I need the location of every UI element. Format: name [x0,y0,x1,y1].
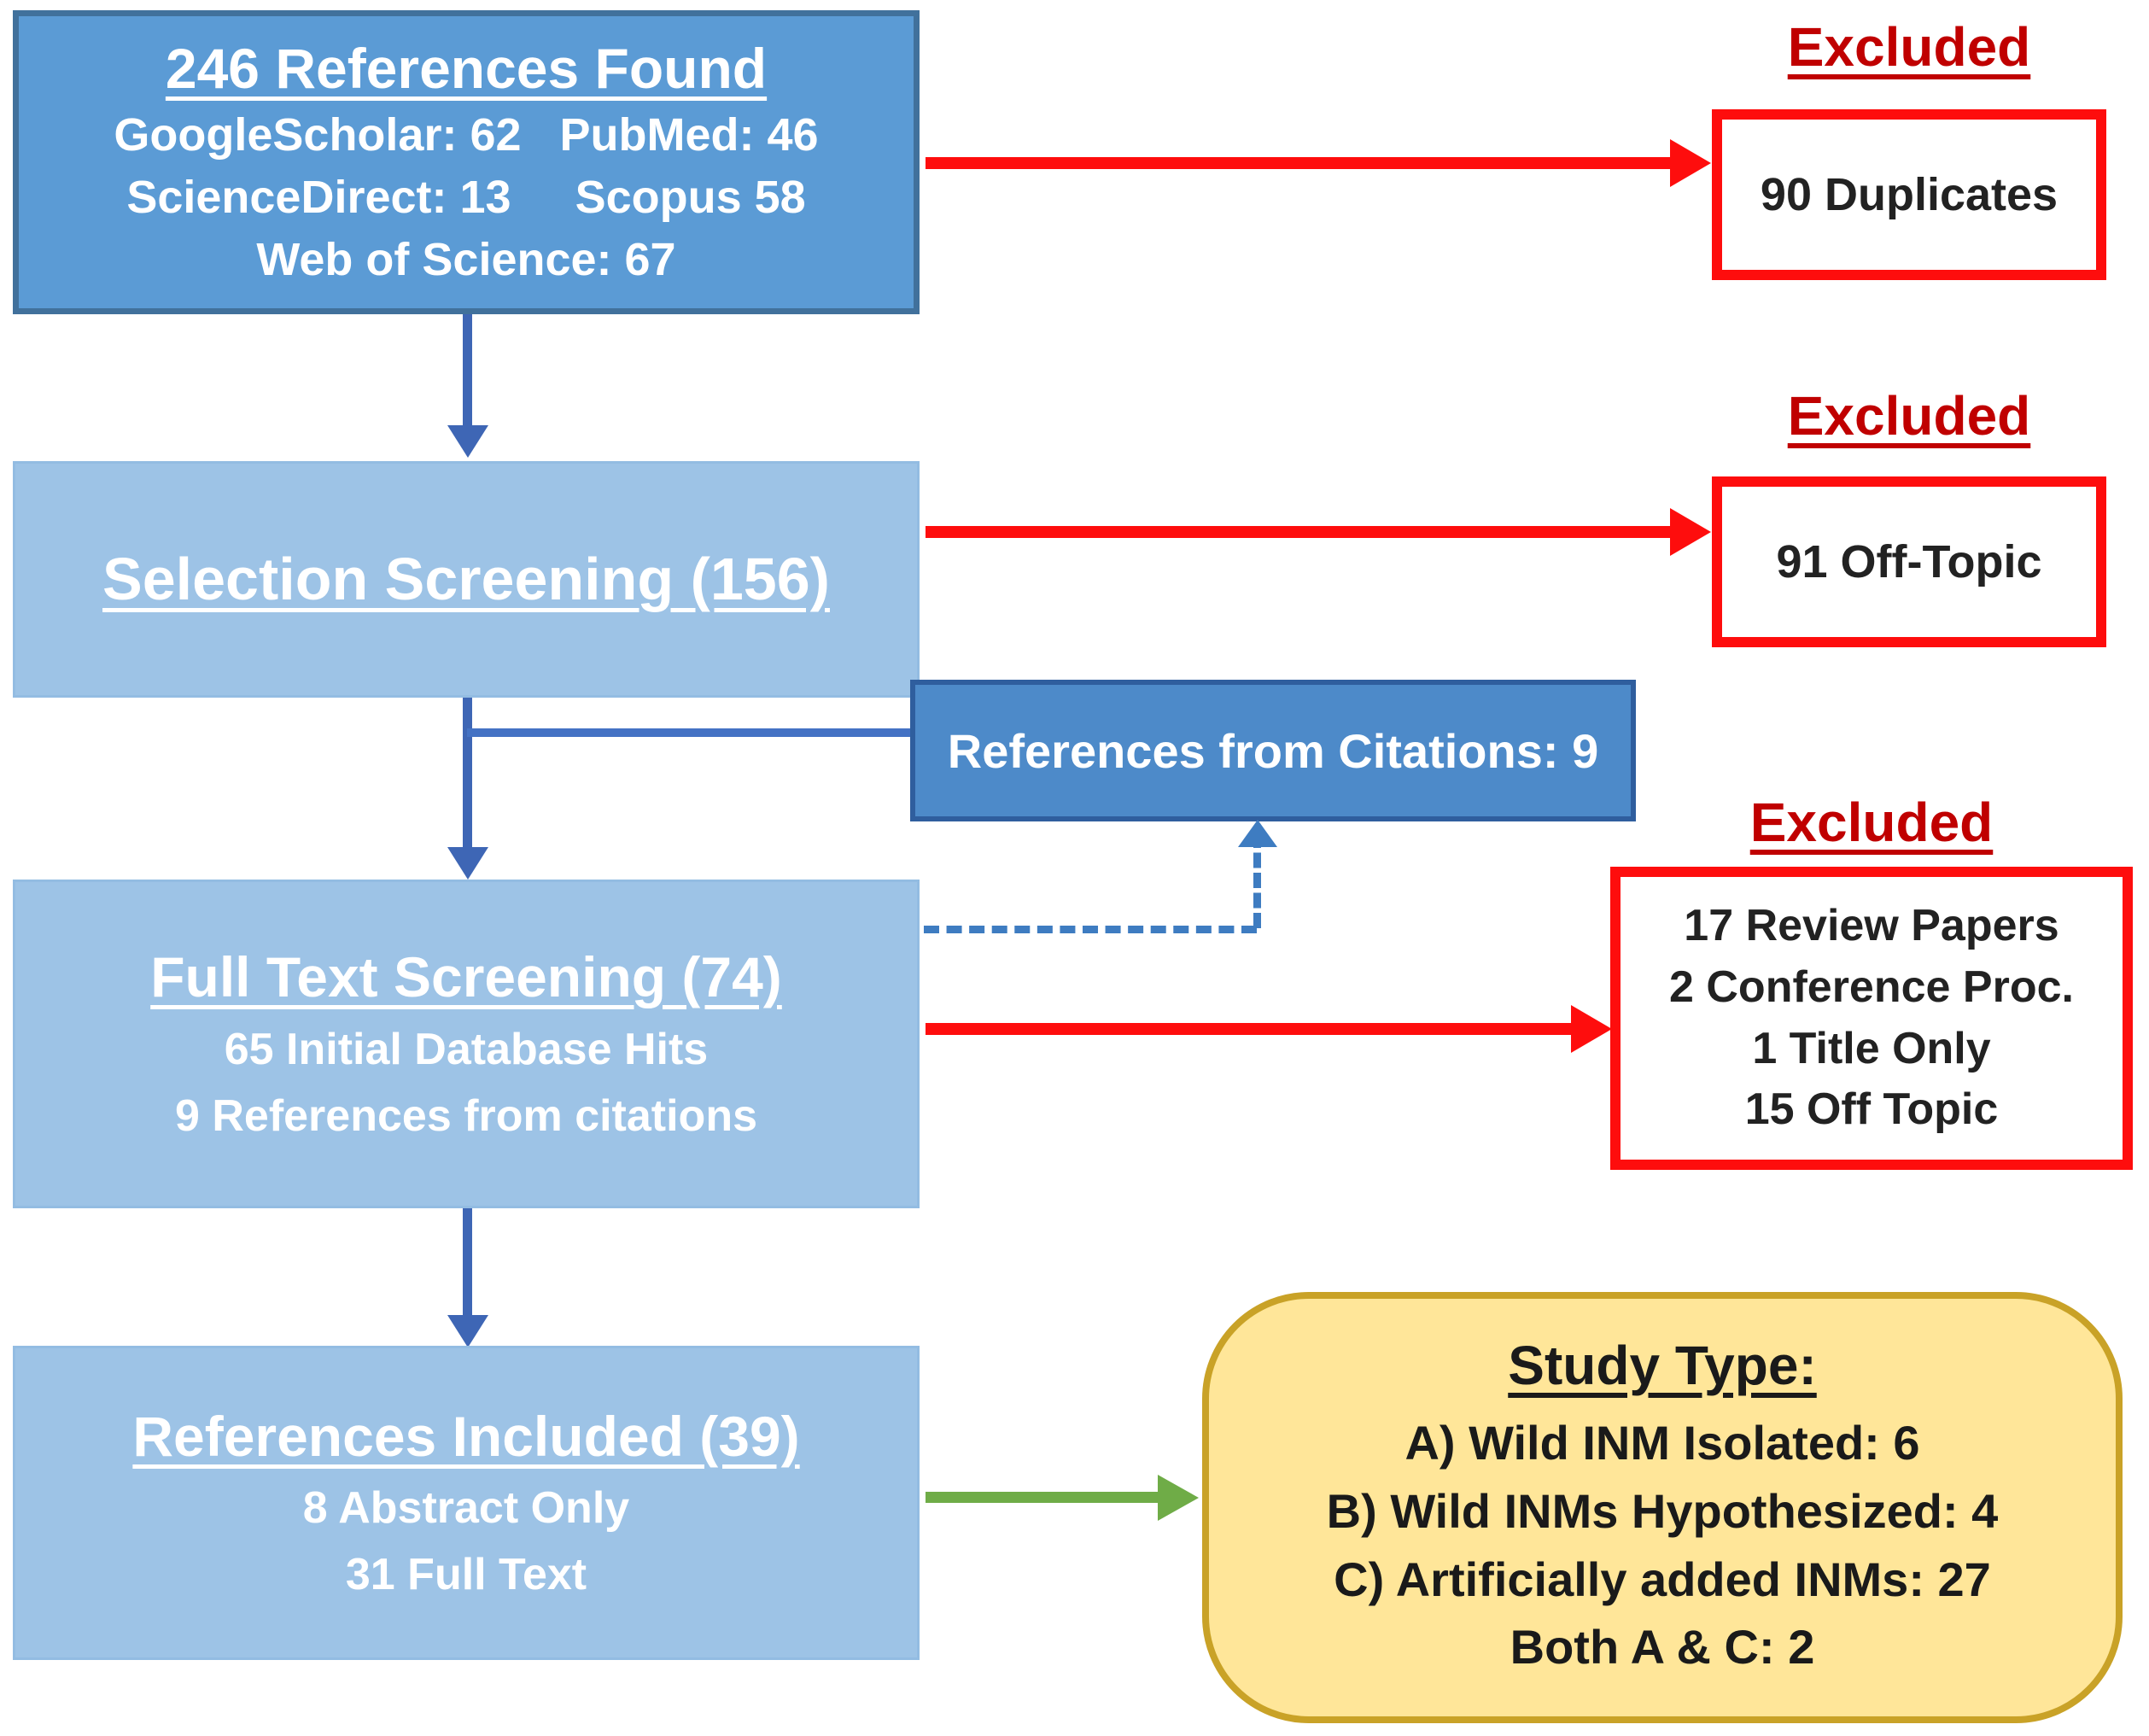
excluded-fulltext-off-topic: 15 Off Topic [1744,1084,1999,1135]
dashed-feedback-vertical-line [1253,833,1261,928]
study-type-title: Study Type: [1508,1335,1817,1397]
arrow-found-to-screening-head-icon [447,425,488,458]
excluded-box-fulltext: 17 Review Papers 2 Conference Proc. 1 Ti… [1610,867,2133,1170]
full-text-line-database-hits: 65 Initial Database Hits [224,1024,709,1074]
study-type-artificially-added: C) Artificially added INMs: 27 [1334,1552,1991,1606]
flow-box-selection-screening: Selection Screening (156) [13,461,920,698]
arrow-found-to-duplicates-line [926,157,1673,169]
branch-line-to-citations [467,728,910,737]
selection-screening-title: Selection Screening (156) [102,545,830,612]
references-found-line-sciencedirect-scopus: ScienceDirect: 13 Scopus 58 [126,171,806,223]
arrow-found-to-duplicates-head-icon [1670,139,1711,187]
references-found-line-google-pubmed: GoogleScholar: 62 PubMed: 46 [114,108,819,161]
arrow-screening-to-fulltext-head-icon [447,847,488,880]
references-included-title: References Included (39) [132,1404,800,1468]
excluded-heading-fulltext: Excluded [1749,792,1994,853]
references-from-citations-label: References from Citations: 9 [947,723,1599,778]
arrow-fulltext-to-excluded-head-icon [1571,1005,1612,1053]
references-from-citations-box: References from Citations: 9 [910,680,1636,821]
excluded-heading-duplicates: Excluded [1787,16,2031,78]
excluded-fulltext-review-papers: 17 Review Papers [1684,901,2059,950]
excluded-box-duplicates: 90 Duplicates [1712,109,2106,280]
excluded-box-offtopic: 91 Off-Topic [1712,476,2106,647]
full-text-screening-title: Full Text Screening (74) [150,945,782,1009]
excluded-offtopic-line: 91 Off-Topic [1776,535,2042,587]
study-type-box: Study Type: A) Wild INM Isolated: 6 B) W… [1202,1292,2123,1723]
flow-box-references-included: References Included (39) 8 Abstract Only… [13,1346,920,1660]
excluded-fulltext-title-only: 1 Title Only [1752,1023,1991,1073]
study-type-both-a-and-c: Both A & C: 2 [1510,1620,1815,1675]
arrow-fulltext-to-excluded-line [926,1023,1574,1035]
arrow-included-to-studytype-head-icon [1158,1475,1199,1521]
arrow-screening-to-offtopic-head-icon [1670,508,1711,556]
dashed-feedback-horizontal-line [924,926,1257,933]
arrow-screening-to-fulltext-line [463,698,472,851]
study-type-wild-inm-isolated: A) Wild INM Isolated: 6 [1404,1416,1920,1470]
study-type-wild-inms-hypothesized: B) Wild INMs Hypothesized: 4 [1326,1483,1999,1538]
references-included-full-text: 31 Full Text [345,1550,587,1600]
references-found-title: 246 References Found [165,37,768,101]
dashed-feedback-head-icon [1238,820,1277,847]
arrow-screening-to-offtopic-line [926,526,1673,538]
flow-box-references-found: 246 References Found GoogleScholar: 62 P… [13,10,920,314]
arrow-included-to-studytype-line [926,1492,1161,1503]
excluded-heading-offtopic: Excluded [1787,385,2031,447]
excluded-fulltext-conference-proc: 2 Conference Proc. [1669,962,2074,1012]
excluded-duplicates-line: 90 Duplicates [1760,168,2058,220]
references-found-line-webofscience: Web of Science: 67 [256,233,676,285]
flow-box-full-text-screening: Full Text Screening (74) 65 Initial Data… [13,880,920,1208]
references-included-abstract-only: 8 Abstract Only [302,1483,630,1534]
arrow-fulltext-to-included-head-icon [447,1315,488,1347]
full-text-line-references-citations: 9 References from citations [174,1090,758,1141]
arrow-found-to-screening-line [463,314,472,427]
arrow-fulltext-to-included-line [463,1208,472,1318]
